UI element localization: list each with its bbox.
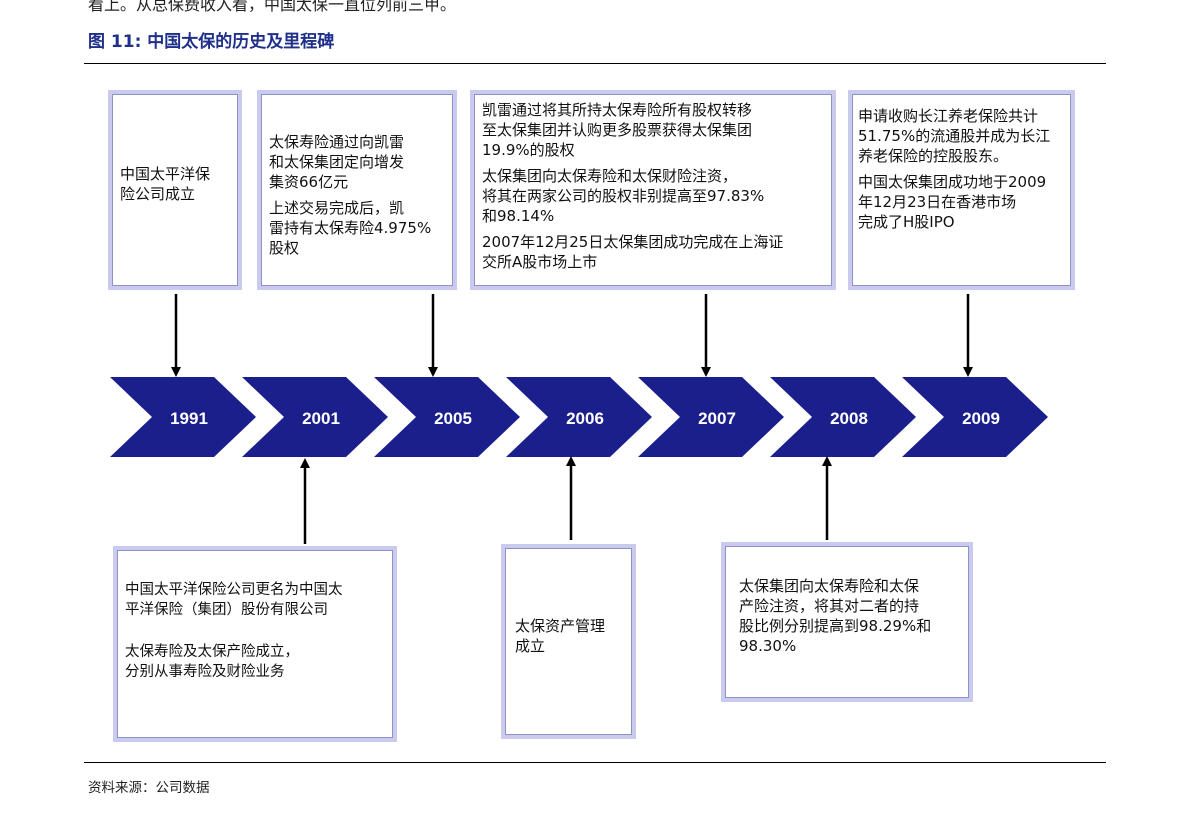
timeline-year-label: 2007 [698,409,736,428]
timeline-year-label: 1991 [170,409,208,428]
event-box-2009: 申请收购长江养老保险共计 51.75%的流通股并成为长江 养老保险的控股股东。 … [848,90,1075,290]
event-2007-text-1: 凯雷通过将其所持太保寿险所有股权转移 至太保集团并认购更多股票获得太保集团 19… [482,101,753,159]
top-rule [84,63,1106,64]
event-2007-text-2: 太保集团向太保寿险和太保财险注资， 将其在两家公司的股权非别提高至97.83% … [482,167,765,225]
event-box-2001: 中国太平洋保险公司更名为中国太 平洋保险（集团）股份有限公司 太保寿险及太保产险… [113,546,397,742]
event-box-1991: 中国太平洋保 险公司成立 [108,90,242,290]
event-2007-text-3: 2007年12月25日太保集团成功完成在上海证 交所A股市场上市 [482,233,784,271]
timeline-chevron-1991 [110,377,256,457]
event-2006-text: 太保资产管理 成立 [515,617,606,655]
timeline-chevron-2001 [242,377,388,457]
timeline-chevron-2005 [374,377,520,457]
event-2009-text-2: 中国太保集团成功地于2009 年12月23日在香港市场 完成了H股IPO [858,173,1047,231]
timeline-year-label: 2006 [566,409,604,428]
figure-title: 图 11: 中国太保的历史及里程碑 [88,32,335,52]
timeline-chevron-2008 [770,377,916,457]
event-2001-text-1: 中国太平洋保险公司更名为中国太 平洋保险（集团）股份有限公司 [125,582,343,618]
timeline-year-label: 2005 [434,409,472,428]
timeline-year-label: 2008 [830,409,868,428]
event-2008-text: 太保集团向太保寿险和太保 产险注资，将其对二者的持 股比例分别提高到98.29%… [739,577,932,655]
timeline-year-label: 2009 [962,409,1000,428]
timeline-year-label: 2001 [302,409,340,428]
event-box-2005: 太保寿险通过向凯雷 和太保集团定向增发 集资66亿元 上述交易完成后，凯 雷持有… [257,90,457,290]
event-2001-text-2: 太保寿险及太保产险成立， 分别从事寿险及财险业务 [125,644,299,680]
event-2005-text-1: 太保寿险通过向凯雷 和太保集团定向增发 集资66亿元 [269,133,405,191]
event-1991-text: 中国太平洋保 险公司成立 [120,165,211,203]
event-2005-text-2: 上述交易完成后，凯 雷持有太保寿险4.975% 股权 [269,199,432,257]
timeline-chevron-2007 [638,377,784,457]
event-box-2007: 凯雷通过将其所持太保寿险所有股权转移 至太保集团并认购更多股票获得太保集团 19… [470,90,836,290]
bottom-rule [84,762,1106,763]
source-note: 资料来源：公司数据 [88,780,210,796]
event-box-2008: 太保集团向太保寿险和太保 产险注资，将其对二者的持 股比例分别提高到98.29%… [721,542,973,702]
event-2009-text-1: 申请收购长江养老保险共计 51.75%的流通股并成为长江 养老保险的控股股东。 [858,107,1051,165]
timeline-chevron-2009 [902,377,1048,457]
event-box-2006: 太保资产管理 成立 [501,544,636,739]
preceding-text-line: 看上。从总保费收入看，中国太保一直位列前三甲。 [88,0,457,14]
timeline-chevron-2006 [506,377,652,457]
